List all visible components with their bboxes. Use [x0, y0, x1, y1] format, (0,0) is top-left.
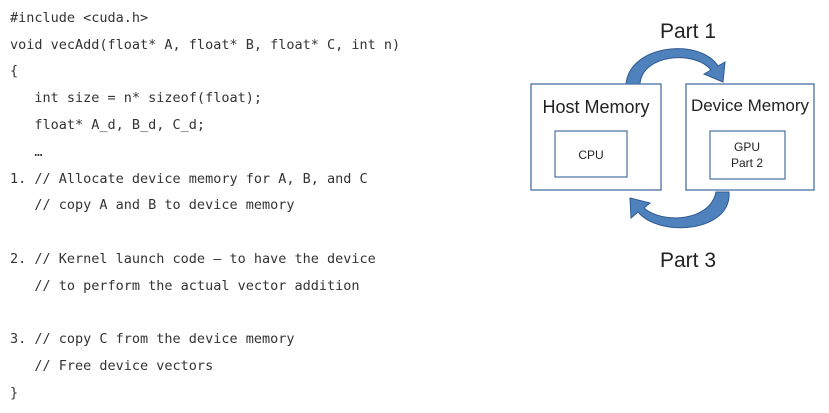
code-line-open-brace: {: [10, 63, 19, 79]
code-line-step3: 3. // copy C from the device memory: [10, 331, 295, 347]
part1-label: Part 1: [660, 20, 716, 43]
code-line-step2: 2. // Kernel launch code – to have the d…: [10, 251, 376, 267]
arrow-device-to-host-body: [629, 191, 730, 229]
code-line-step2-detail: // to perform the actual vector addition: [10, 278, 360, 294]
code-line-close-brace: }: [10, 385, 19, 401]
code-line-ellipsis: …: [10, 144, 43, 160]
memory-diagram-svg: Part 1 Host Memory CPU Device Memory GPU…: [530, 20, 815, 272]
memory-diagram: Part 1 Host Memory CPU Device Memory GPU…: [520, 0, 829, 413]
code-line-step1: 1. // Allocate device memory for A, B, a…: [10, 171, 368, 187]
code-line-step1-copy: // copy A and B to device memory: [10, 197, 295, 213]
gpu-label: GPU: [734, 140, 760, 154]
code-listing: #include <cuda.h> void vecAdd(float* A, …: [10, 10, 401, 401]
arrow-host-to-device: [625, 48, 726, 85]
host-memory-box: Host Memory CPU: [530, 83, 662, 191]
arrow-device-to-host: [629, 191, 730, 229]
gpu-part2-label: Part 2: [731, 156, 763, 170]
cpu-label: CPU: [578, 148, 603, 162]
code-line-size: int size = n* sizeof(float);: [10, 90, 262, 106]
cpu-box: [554, 130, 628, 178]
part3-label: Part 3: [660, 249, 716, 272]
arrow-host-to-device-body: [625, 48, 726, 85]
device-memory-title: Device Memory: [691, 96, 810, 115]
code-line-pointers: float* A_d, B_d, C_d;: [10, 117, 206, 133]
code-line-signature: void vecAdd(float* A, float* B, float* C…: [10, 37, 401, 53]
host-memory-title: Host Memory: [542, 97, 649, 117]
code-line-include: #include <cuda.h>: [10, 10, 149, 26]
gpu-box: [709, 130, 786, 180]
device-memory-box: Device Memory GPU Part 2: [685, 83, 815, 191]
code-line-step3-free: // Free device vectors: [10, 358, 214, 374]
